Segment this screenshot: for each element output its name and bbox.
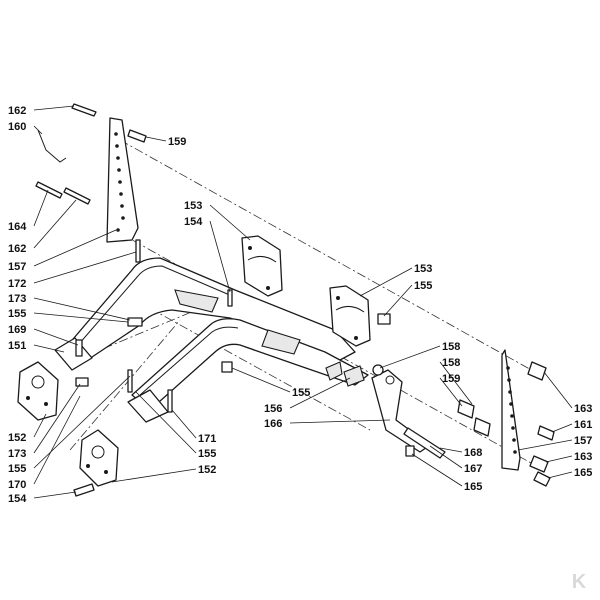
- callout-label: 157: [574, 435, 592, 447]
- callout-label: 167: [464, 463, 482, 475]
- upper-arm: [61, 257, 356, 366]
- callout-label: 165: [574, 467, 592, 479]
- callout-label: 165: [464, 481, 482, 493]
- left-side-plate: [106, 117, 139, 243]
- callout-label: 162: [8, 243, 26, 255]
- callout-label: 151: [8, 340, 26, 352]
- brand-mark: K: [572, 571, 587, 592]
- callout-label: 158: [442, 357, 460, 369]
- callout-labels: 162 160 159 164 162 157 172 153 154 153 …: [8, 105, 592, 505]
- callout-label: 164: [8, 221, 27, 233]
- callout-label: 158: [442, 341, 460, 353]
- callout-label: 154: [184, 216, 203, 228]
- leader-lines: [33, 105, 573, 499]
- callout-label: 156: [264, 403, 282, 415]
- fasteners: [35, 103, 555, 497]
- callout-label: 155: [198, 448, 216, 460]
- callout-label: 155: [8, 308, 26, 320]
- mounting-plate-left: [17, 361, 59, 421]
- callout-label: 170: [8, 479, 26, 491]
- callout-label: 159: [168, 136, 186, 148]
- callout-label: 172: [8, 278, 26, 290]
- callout-label: 163: [574, 403, 592, 415]
- brand-logo-icon: K: [572, 571, 587, 592]
- callout-label: 152: [8, 432, 26, 444]
- callout-label: 153: [414, 263, 432, 275]
- callout-label: 152: [198, 464, 216, 476]
- right-side-plate: [501, 349, 521, 471]
- hinge-bracket-upper: [241, 235, 283, 297]
- callout-label: 157: [8, 261, 26, 273]
- callout-label: 155: [414, 280, 432, 292]
- callout-label: 161: [574, 419, 592, 431]
- callout-label: 155: [8, 463, 26, 475]
- hinge-bracket-lower: [329, 285, 371, 347]
- locking-pin: [403, 427, 446, 459]
- callout-label: 168: [464, 447, 482, 459]
- callout-label: 160: [8, 121, 26, 133]
- callout-label: 173: [8, 293, 26, 305]
- callout-label: 162: [8, 105, 26, 117]
- callout-label: 163: [574, 451, 592, 463]
- callout-label: 159: [442, 373, 460, 385]
- callout-label: 155: [292, 387, 310, 399]
- callout-label: 166: [264, 418, 282, 430]
- callout-label: 154: [8, 493, 27, 505]
- callout-label: 153: [184, 200, 202, 212]
- callout-label: 173: [8, 448, 26, 460]
- mounting-plate-bottom: [79, 429, 119, 487]
- callout-label: 171: [198, 433, 216, 445]
- callout-label: 169: [8, 324, 26, 336]
